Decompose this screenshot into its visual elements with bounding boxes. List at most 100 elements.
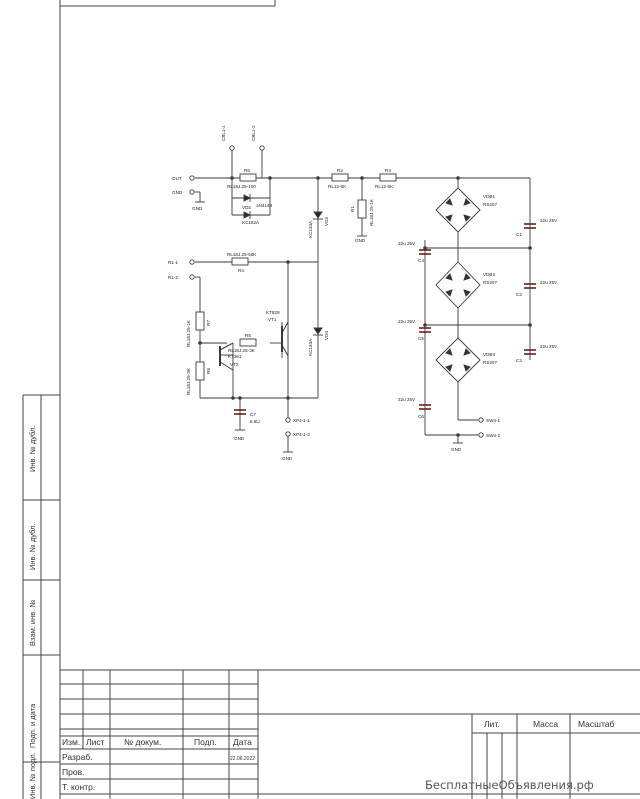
label-sw-1: SW4-1	[486, 418, 500, 423]
label-cbl-2: CBL1-2	[251, 125, 256, 141]
bridge-vdb1	[435, 187, 481, 233]
label-vd4: VD4	[324, 331, 329, 340]
label-vd3-val: KC133A	[308, 220, 313, 238]
label-r5: R5	[245, 333, 251, 338]
label-vdb1: VDB1	[483, 194, 495, 199]
label-gnd-3: GND	[234, 436, 245, 441]
transistors	[219, 321, 289, 371]
label-c2: C2	[516, 292, 522, 297]
label-vd2: VD2	[242, 205, 251, 210]
label-c3-val: 22u 25V	[540, 344, 558, 349]
bridges	[435, 187, 481, 383]
tb-col-list: Лист	[86, 737, 105, 747]
components	[195, 173, 397, 381]
capacitors	[234, 223, 536, 415]
capacitor-c3	[524, 349, 536, 355]
label-vd4-val: KC133A	[308, 338, 313, 356]
label-r8: R8	[206, 368, 211, 374]
label-vdb1-val: RS207	[483, 202, 497, 207]
title-block-grid	[60, 669, 640, 799]
label-d1: 1N4148	[256, 203, 273, 208]
label-r2: R2	[337, 168, 343, 173]
zener-vd3	[313, 211, 323, 219]
label-xp-1: XP4-1-1	[293, 418, 310, 423]
label-out: OUT	[172, 176, 182, 181]
label-r7: R7	[206, 320, 211, 326]
side-label-podp-data: Подп. и дата	[28, 703, 37, 748]
label-r7-val: RL18J.25-1K	[186, 319, 191, 347]
side-label-inv-podl: Инв. № подл.	[28, 752, 37, 799]
resistor-r5	[239, 338, 257, 347]
label-c7: C7	[250, 412, 256, 417]
capacitor-c1	[524, 223, 536, 229]
schematic-labels: OUT GND GND R1-1 R1-2 CBL1-1 CBL1-2 R6 R…	[168, 125, 558, 461]
tb-row-razrab: Разраб.	[62, 752, 93, 762]
label-vt2: VT2	[230, 362, 239, 367]
capacitor-c4	[419, 249, 431, 255]
label-r6: R6	[244, 168, 250, 173]
label-r1-val: RL18J.25-1K	[369, 198, 374, 226]
label-r1-1: R1-1	[168, 260, 178, 265]
capacitor-c2	[524, 283, 536, 289]
zener-vd2	[243, 211, 252, 219]
label-vt1-val: KT829	[266, 310, 280, 315]
label-r3-val: RL12-5K	[375, 184, 394, 189]
label-cbl-1: CBL1-1	[221, 125, 226, 141]
transistor-vt1	[281, 321, 289, 357]
label-vd2-val: KC162A	[242, 220, 260, 225]
label-vt1: VT1	[268, 317, 277, 322]
label-r8-val: RL18J.25-3K	[186, 367, 191, 395]
resistor-r3	[379, 173, 397, 182]
label-c5: C5	[418, 336, 424, 341]
label-gnd-1: GND	[192, 206, 203, 211]
watermark-text: БесплатныеОбъявления.рф	[425, 778, 594, 792]
ground-symbols	[195, 201, 463, 453]
label-vdb3-val: RS207	[483, 360, 497, 365]
diodes	[243, 194, 323, 336]
tb-col-doc: № докум.	[124, 737, 161, 747]
label-r4-val: RL18J.25-56K	[227, 252, 257, 257]
label-gnd-4: GND	[282, 456, 293, 461]
tb-masshtab: Масштаб	[578, 719, 614, 729]
label-r5-val: RL18J.25-3K	[228, 348, 256, 353]
label-c1: C1	[516, 232, 522, 237]
connector-pins	[189, 145, 484, 438]
capacitor-c7	[234, 409, 246, 415]
sheet-frame	[59, 0, 276, 799]
tb-massa: Масса	[533, 719, 558, 729]
label-vdb2: VDB2	[483, 272, 495, 277]
side-stamp	[22, 394, 60, 799]
label-vd3: VD3	[324, 217, 329, 226]
label-gnd-in: GND	[172, 190, 183, 195]
label-c3: C3	[516, 358, 522, 363]
tb-date: 22.06.2022	[230, 756, 255, 762]
bridge-vdb2	[435, 261, 481, 309]
tb-row-tkontr: Т. контр.	[62, 782, 95, 792]
side-label-inv-dubl: Инв. № дубл.	[28, 426, 37, 472]
bridge-vdb3	[435, 337, 481, 383]
side-label-inv-dubl-2: Инв. № дубл.	[28, 524, 37, 570]
label-vdb2-val: RS207	[483, 280, 497, 285]
label-c6: C6	[418, 414, 424, 419]
side-label-vzam-inv: Взам. инв. №	[28, 600, 37, 646]
label-vt2-val: KT361	[228, 354, 242, 359]
label-r3: R3	[385, 168, 391, 173]
junctions	[198, 176, 532, 437]
capacitor-c5	[419, 327, 431, 333]
label-sw-2: SW4-2	[486, 433, 500, 438]
resistor-r8	[195, 361, 205, 381]
label-c4: C4	[418, 258, 424, 263]
zener-vd4	[313, 327, 323, 335]
tb-col-podp: Подп.	[194, 737, 217, 747]
label-c6-val: 22u 25V	[398, 397, 416, 402]
label-r1: R1	[350, 206, 355, 212]
tb-col-izm: Изм.	[62, 737, 80, 747]
tb-row-prov: Пров.	[62, 767, 84, 777]
capacitor-c6	[419, 404, 431, 410]
label-r6-val: RL18J.25-100	[227, 184, 256, 189]
label-xp-2: XP4-1-2	[293, 432, 310, 437]
label-r4: R4	[238, 268, 244, 273]
label-gnd-5: GND	[451, 447, 462, 452]
